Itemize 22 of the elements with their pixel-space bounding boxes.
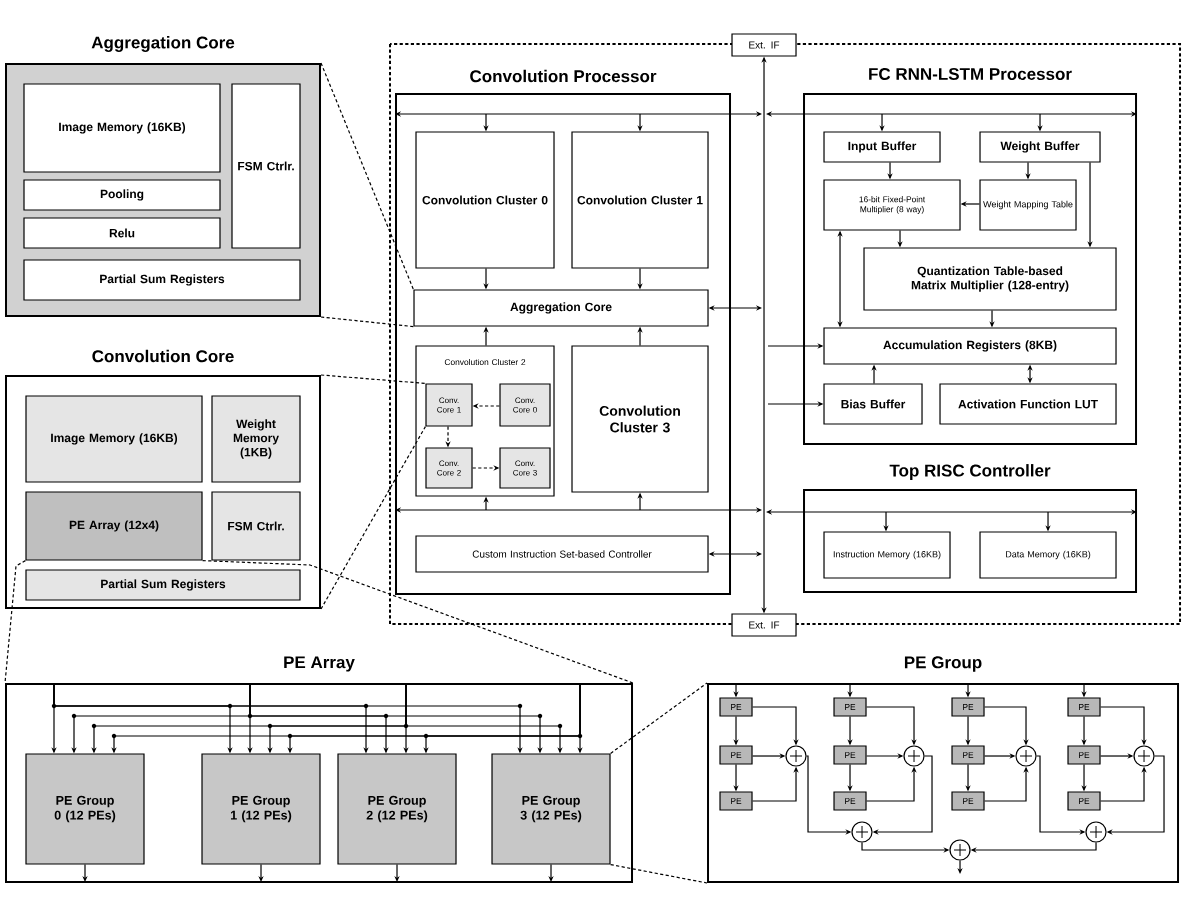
panel-title: PE Array [284,656,355,672]
adder-symbol [1015,745,1037,767]
panel-title: Aggregation Core [91,36,235,52]
adder-symbol [851,821,873,843]
arrow [395,507,762,513]
adder-symbol [1085,821,1107,843]
adder-symbol [1133,745,1155,767]
panel-title: Top RISC Controller [889,464,1051,480]
panel-title: Convolution Core [92,349,234,363]
panel-title: PE Group [904,656,982,672]
adder-symbol [949,839,971,861]
panel-title: Convolution Processor [470,69,657,83]
arrow [766,111,1137,117]
panel-title: FC RNN-LSTM Processor [869,68,1072,80]
adder-symbol [903,745,925,767]
zoom-line [4,560,634,684]
adder-symbol [785,745,807,767]
arrow [395,111,762,117]
zoom-line [320,62,414,328]
zoom-line [320,374,426,610]
zoom-line [610,682,708,884]
arrow [766,509,1137,515]
